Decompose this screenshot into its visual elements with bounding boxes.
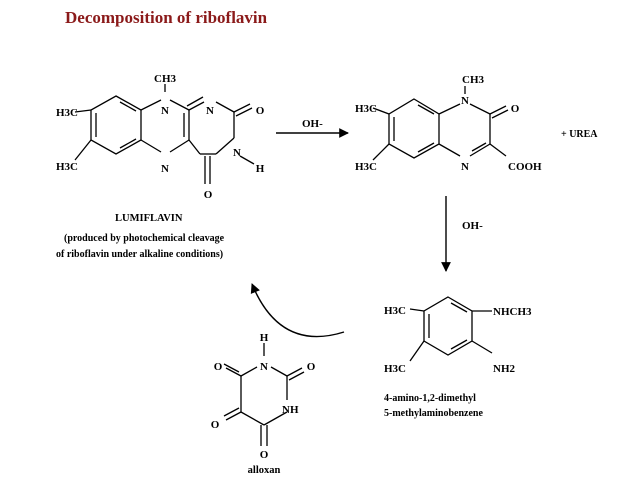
oxygen-label: O	[260, 449, 269, 461]
alloxan-name: alloxan	[248, 465, 281, 476]
h3c-label: H3C	[384, 305, 406, 317]
oxygen-label: O	[256, 105, 265, 117]
ch3-label: CH3	[462, 74, 485, 86]
lumiflavin-name: LUMIFLAVIN	[115, 213, 183, 224]
nitrogen-label: N	[233, 147, 241, 159]
arrow-label: OH-	[462, 220, 483, 232]
hydrogen-label: H	[260, 332, 269, 344]
nitrogen-label: N	[206, 105, 214, 117]
product2-structure	[409, 296, 493, 362]
oxygen-label: O	[214, 361, 223, 373]
product2-name-line1: 4-amino-1,2-dimethyl	[384, 393, 476, 404]
slide-title: Decomposition of riboflavin	[65, 8, 268, 27]
lumiflavin-labels: CH3 H3C H3C N N N N O O H LUMIFLAVIN (pr…	[56, 73, 265, 260]
nitrogen-label: N	[461, 161, 469, 173]
lumiflavin-structure	[74, 84, 255, 184]
alloxan-labels: H N NH O O O O alloxan	[211, 332, 316, 476]
nh2-label: NH2	[493, 363, 516, 375]
nitrogen-label: N	[161, 163, 169, 175]
nhch3-label: NHCH3	[493, 306, 532, 318]
cooh-label: COOH	[508, 161, 542, 173]
arrow-label: OH-	[302, 118, 323, 130]
h3c-label: H3C	[384, 363, 406, 375]
ch3-label: CH3	[154, 73, 177, 85]
oxygen-label: O	[204, 189, 213, 201]
nitrogen-label: N	[260, 361, 268, 373]
reaction-arrow-curved	[250, 283, 345, 338]
nitrogen-label: N	[461, 95, 469, 107]
h3c-label: H3C	[56, 107, 78, 119]
alloxan-structure	[223, 343, 305, 446]
lumiflavin-note-line2: of riboflavin under alkaline conditions)	[56, 249, 223, 260]
product2-name-line2: 5-methylaminobenzene	[384, 408, 483, 419]
oxygen-label: O	[211, 419, 220, 431]
product1-structure	[372, 86, 509, 161]
hydrogen-label: H	[256, 163, 265, 175]
product2-labels: H3C H3C NHCH3 NH2 4-amino-1,2-dimethyl 5…	[384, 305, 532, 419]
h3c-label: H3C	[355, 161, 377, 173]
h3c-label: H3C	[355, 103, 377, 115]
nitrogen-label: N	[161, 105, 169, 117]
h3c-label: H3C	[56, 161, 78, 173]
nh-label: NH	[282, 404, 299, 416]
oxygen-label: O	[511, 103, 520, 115]
product1-labels: CH3 H3C H3C N N O COOH + UREA	[355, 74, 598, 173]
oxygen-label: O	[307, 361, 316, 373]
plus-urea-label: + UREA	[561, 129, 598, 140]
lumiflavin-note-line1: (produced by photochemical cleavage	[64, 233, 225, 244]
